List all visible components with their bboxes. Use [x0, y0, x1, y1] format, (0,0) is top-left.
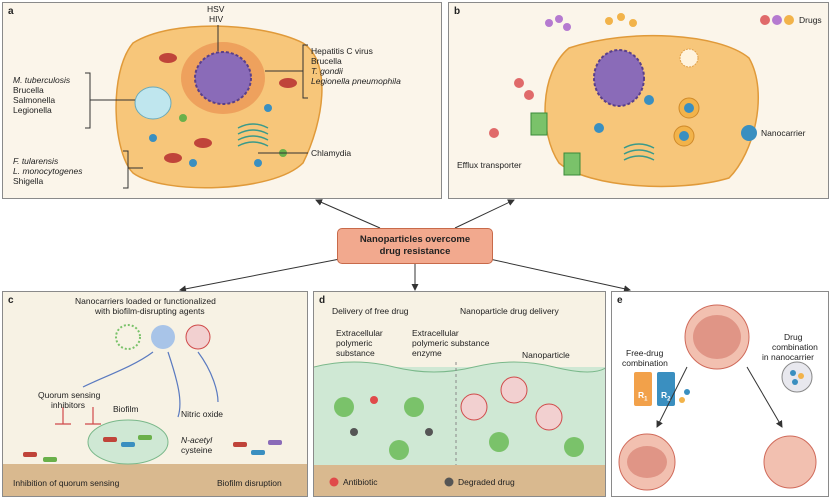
drug-resistance-cell-illustration: [489, 13, 794, 188]
nitric-oxide-label: Nitric oxide: [181, 409, 224, 419]
panel-d: d Delivery of free drug Nanoparticle dru…: [313, 291, 606, 497]
center-line1: Nanoparticles overcome: [359, 234, 471, 245]
nano-combo-label-1: Drug: [784, 332, 803, 342]
degraded-legend: Degraded drug: [458, 477, 515, 487]
eps-label-2: polymeric: [336, 338, 373, 348]
nanoparticle-label: Nanoparticle: [522, 350, 570, 360]
center-line2: drug resistance: [379, 246, 451, 257]
left-group1-3: Salmonella: [13, 95, 56, 105]
drug-delivery-illustration: [314, 361, 605, 496]
host-cell-illustration: [85, 25, 323, 189]
right-group-2: Brucella: [311, 56, 342, 66]
r2-subscript: 2: [667, 396, 671, 403]
disruption-label: Biofilm disruption: [217, 478, 282, 488]
left-group2-3: Shigella: [13, 176, 44, 186]
right-group-1: Hepatitis C virus: [311, 46, 373, 56]
panel-c: c Nanocarriers loaded or functionalized …: [2, 291, 308, 497]
hsv-label: HSV: [207, 4, 225, 14]
free-combo-label-2: combination: [622, 358, 668, 368]
left-group2-1: F. tularensis: [13, 156, 59, 166]
r1-subscript: 1: [644, 396, 648, 403]
drugs-legend: Drugs: [799, 15, 822, 25]
nanocarrier-label: Nanocarrier: [761, 128, 806, 138]
hiv-label: HIV: [209, 14, 224, 24]
panel-c-title-2: with biofilm-disrupting agents: [95, 306, 205, 316]
panel-b: b Drugs Nanocarrier Efflux transporter: [448, 2, 829, 199]
nano-delivery-label: Nanoparticle drug delivery: [460, 306, 559, 316]
free-delivery-label: Delivery of free drug: [332, 306, 409, 316]
eps-enzyme-label-1: Extracellular: [412, 328, 459, 338]
panel-a: a HSV HIV Hepatitis C virus Brucella T. …: [2, 2, 442, 199]
r1-label: R1: [638, 390, 647, 405]
efflux-label: Efflux transporter: [457, 160, 522, 170]
eps-label-3: substance: [336, 348, 375, 358]
acetyl-label-1: N-acetyl: [181, 435, 213, 445]
left-group1-1: M. tuberculosis: [13, 75, 71, 85]
panel-e: e Free-drug combination Drug combination…: [611, 291, 829, 497]
right-group-4: Legionella pneumophila: [311, 76, 401, 86]
left-group1-4: Legionella: [13, 105, 52, 115]
right-group-3: T. gondii: [311, 66, 343, 76]
r1-letter: R: [638, 390, 645, 400]
eps-enzyme-label-2: polymeric substance: [412, 338, 490, 348]
antibiotic-legend: Antibiotic: [343, 477, 378, 487]
panel-b-label: b: [454, 6, 461, 17]
eps-label-1: Extracellular: [336, 328, 383, 338]
quorum-label-1: Quorum sensing: [38, 390, 101, 400]
free-combo-label-1: Free-drug: [626, 348, 664, 358]
panel-c-label: c: [8, 295, 14, 306]
acetyl-label-2: cysteine: [181, 445, 213, 455]
left-group2-2: L. monocytogenes: [13, 166, 83, 176]
chlamydia-label: Chlamydia: [311, 148, 352, 158]
nano-combo-label-3: in nanocarrier: [762, 352, 814, 362]
center-title-box: Nanoparticles overcome drug resistance: [337, 228, 493, 264]
drug-combination-illustration: [618, 304, 817, 491]
panel-d-label: d: [319, 295, 326, 306]
eps-enzyme-label-3: enzyme: [412, 348, 442, 358]
r2-label: R2: [661, 390, 670, 405]
nano-combo-label-2: combination: [772, 342, 818, 352]
panel-c-title-1: Nanocarriers loaded or functionalized: [75, 296, 216, 306]
inhibition-label: Inhibition of quorum sensing: [13, 478, 120, 488]
r2-letter: R: [661, 390, 668, 400]
panel-e-label: e: [617, 295, 623, 306]
panel-a-label: a: [8, 6, 14, 17]
quorum-label-2: inhibitors: [51, 400, 86, 410]
biofilm-illustration: [3, 324, 307, 496]
biofilm-label: Biofilm: [113, 404, 139, 414]
left-group1-2: Brucella: [13, 85, 44, 95]
